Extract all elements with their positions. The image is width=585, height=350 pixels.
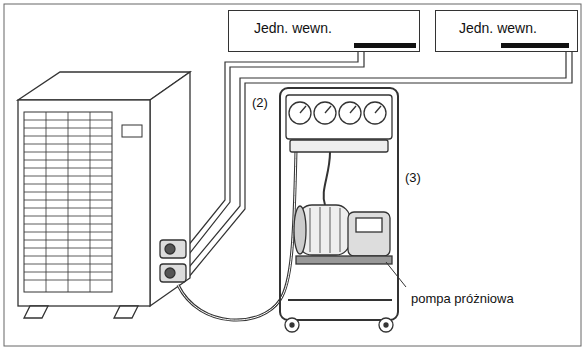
charging-hose-core bbox=[178, 150, 296, 320]
air-outlet-bar bbox=[501, 43, 569, 48]
refrigerant-pipes bbox=[183, 52, 572, 278]
air-outlet-bar bbox=[354, 43, 416, 48]
indoor-unit-box: Jedn. wewn. bbox=[228, 10, 420, 52]
frame bbox=[4, 4, 581, 346]
manifold-gauge-cart bbox=[280, 88, 398, 332]
indoor-unit-box: Jedn. wewn. bbox=[435, 10, 578, 52]
outdoor-unit bbox=[18, 72, 190, 318]
callout-number: (2) bbox=[251, 95, 269, 110]
callout-number: (3) bbox=[404, 170, 422, 185]
unit-label: Jedn. wewn. bbox=[254, 20, 332, 36]
part-label: pompa próżniowa bbox=[410, 291, 515, 306]
charging-hose bbox=[178, 150, 296, 320]
leader-line bbox=[386, 262, 406, 287]
unit-label: Jedn. wewn. bbox=[459, 20, 537, 36]
